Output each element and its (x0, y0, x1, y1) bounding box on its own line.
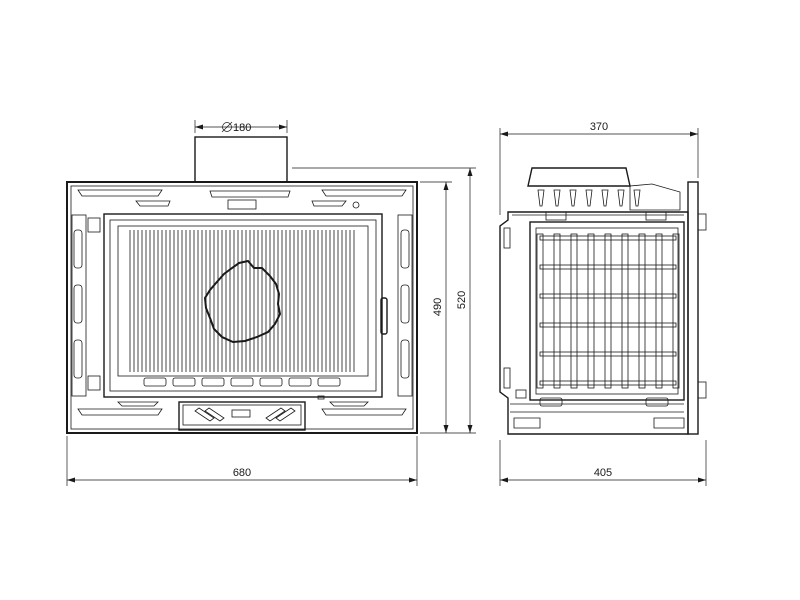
front-view (66, 136, 418, 434)
right-side-column (397, 214, 413, 397)
firebox-back-ribs (129, 230, 355, 372)
side-bottom-details (510, 211, 685, 429)
dimension-lines (66, 120, 707, 486)
door-frame (103, 213, 383, 398)
side-top-depth-label: 370 (590, 121, 608, 133)
front-inner-height-label: 490 (432, 298, 444, 316)
front-inner-frame (70, 185, 414, 430)
door-glass (117, 225, 369, 377)
flue-collar (194, 136, 288, 183)
side-convection-grid (536, 233, 680, 389)
flame-opening (203, 259, 282, 344)
door-handle[interactable] (380, 297, 388, 335)
side-top-vents (537, 189, 641, 207)
front-width-label: 680 (233, 467, 251, 479)
side-view (499, 167, 707, 435)
side-front-plate (687, 181, 699, 435)
side-firebox (529, 221, 685, 401)
side-bottom-depth-label: 405 (594, 467, 612, 479)
front-total-height-label: 520 (456, 291, 468, 309)
door-bottom-air-slots (143, 377, 341, 387)
side-body (499, 211, 689, 435)
front-outer-frame (66, 181, 418, 434)
top-decor-slots (77, 189, 407, 210)
ash-tray[interactable] (178, 401, 306, 431)
diameter-symbol (221, 121, 233, 133)
flue-diameter-label: 180 (233, 122, 251, 134)
left-side-column (71, 214, 101, 397)
bottom-decor (77, 395, 407, 431)
